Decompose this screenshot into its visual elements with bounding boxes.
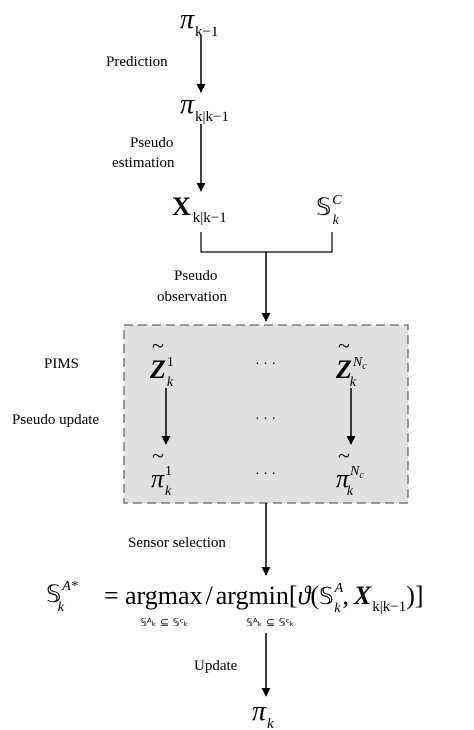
svg-text:𝕊ᴬₖ ⊆ 𝕊ᶜₖ: 𝕊ᴬₖ ⊆ 𝕊ᶜₖ <box>140 616 188 629</box>
label-pseudo-observation-1: Pseudo <box>174 268 217 284</box>
ellipsis-update: · · · <box>255 412 276 427</box>
ellipsis-pi: · · · <box>255 467 276 482</box>
pims-box <box>123 324 409 504</box>
label-pseudo-update: Pseudo update <box>12 412 99 428</box>
svg-text:𝕊A*k: 𝕊A*k <box>46 579 78 615</box>
ellipsis-z: · · · <box>255 357 276 372</box>
label-pseudo-estimation-1: Pseudo <box>130 135 173 151</box>
node-pi-prev: πk−1 <box>180 4 219 40</box>
label-pims: PIMS <box>44 356 79 372</box>
label-pseudo-estimation-2: estimation <box>112 155 175 171</box>
svg-text:=: = <box>104 581 119 610</box>
label-update: Update <box>194 658 238 674</box>
tilde-pi-last: ~ <box>338 443 350 468</box>
label-prediction: Prediction <box>106 54 168 70</box>
svg-text:argmax/argmin[ϑ(𝕊Ak,Xk|k−1)]: argmax/argmin[ϑ(𝕊Ak,Xk|k−1)] <box>125 581 424 616</box>
node-pi-predicted: πk|k−1 <box>180 89 229 125</box>
tilde-pi-first: ~ <box>152 443 164 468</box>
merge-connector <box>200 232 333 253</box>
label-sensor-selection: Sensor selection <box>128 535 226 551</box>
label-pseudo-observation-2: observation <box>157 289 227 305</box>
node-pi-final: πk <box>252 696 274 730</box>
tilde-z-first: ~ <box>152 333 164 358</box>
tilde-z-last: ~ <box>338 333 350 358</box>
svg-text:𝕊ᴬₖ ⊆ 𝕊ᶜₖ: 𝕊ᴬₖ ⊆ 𝕊ᶜₖ <box>246 616 294 629</box>
